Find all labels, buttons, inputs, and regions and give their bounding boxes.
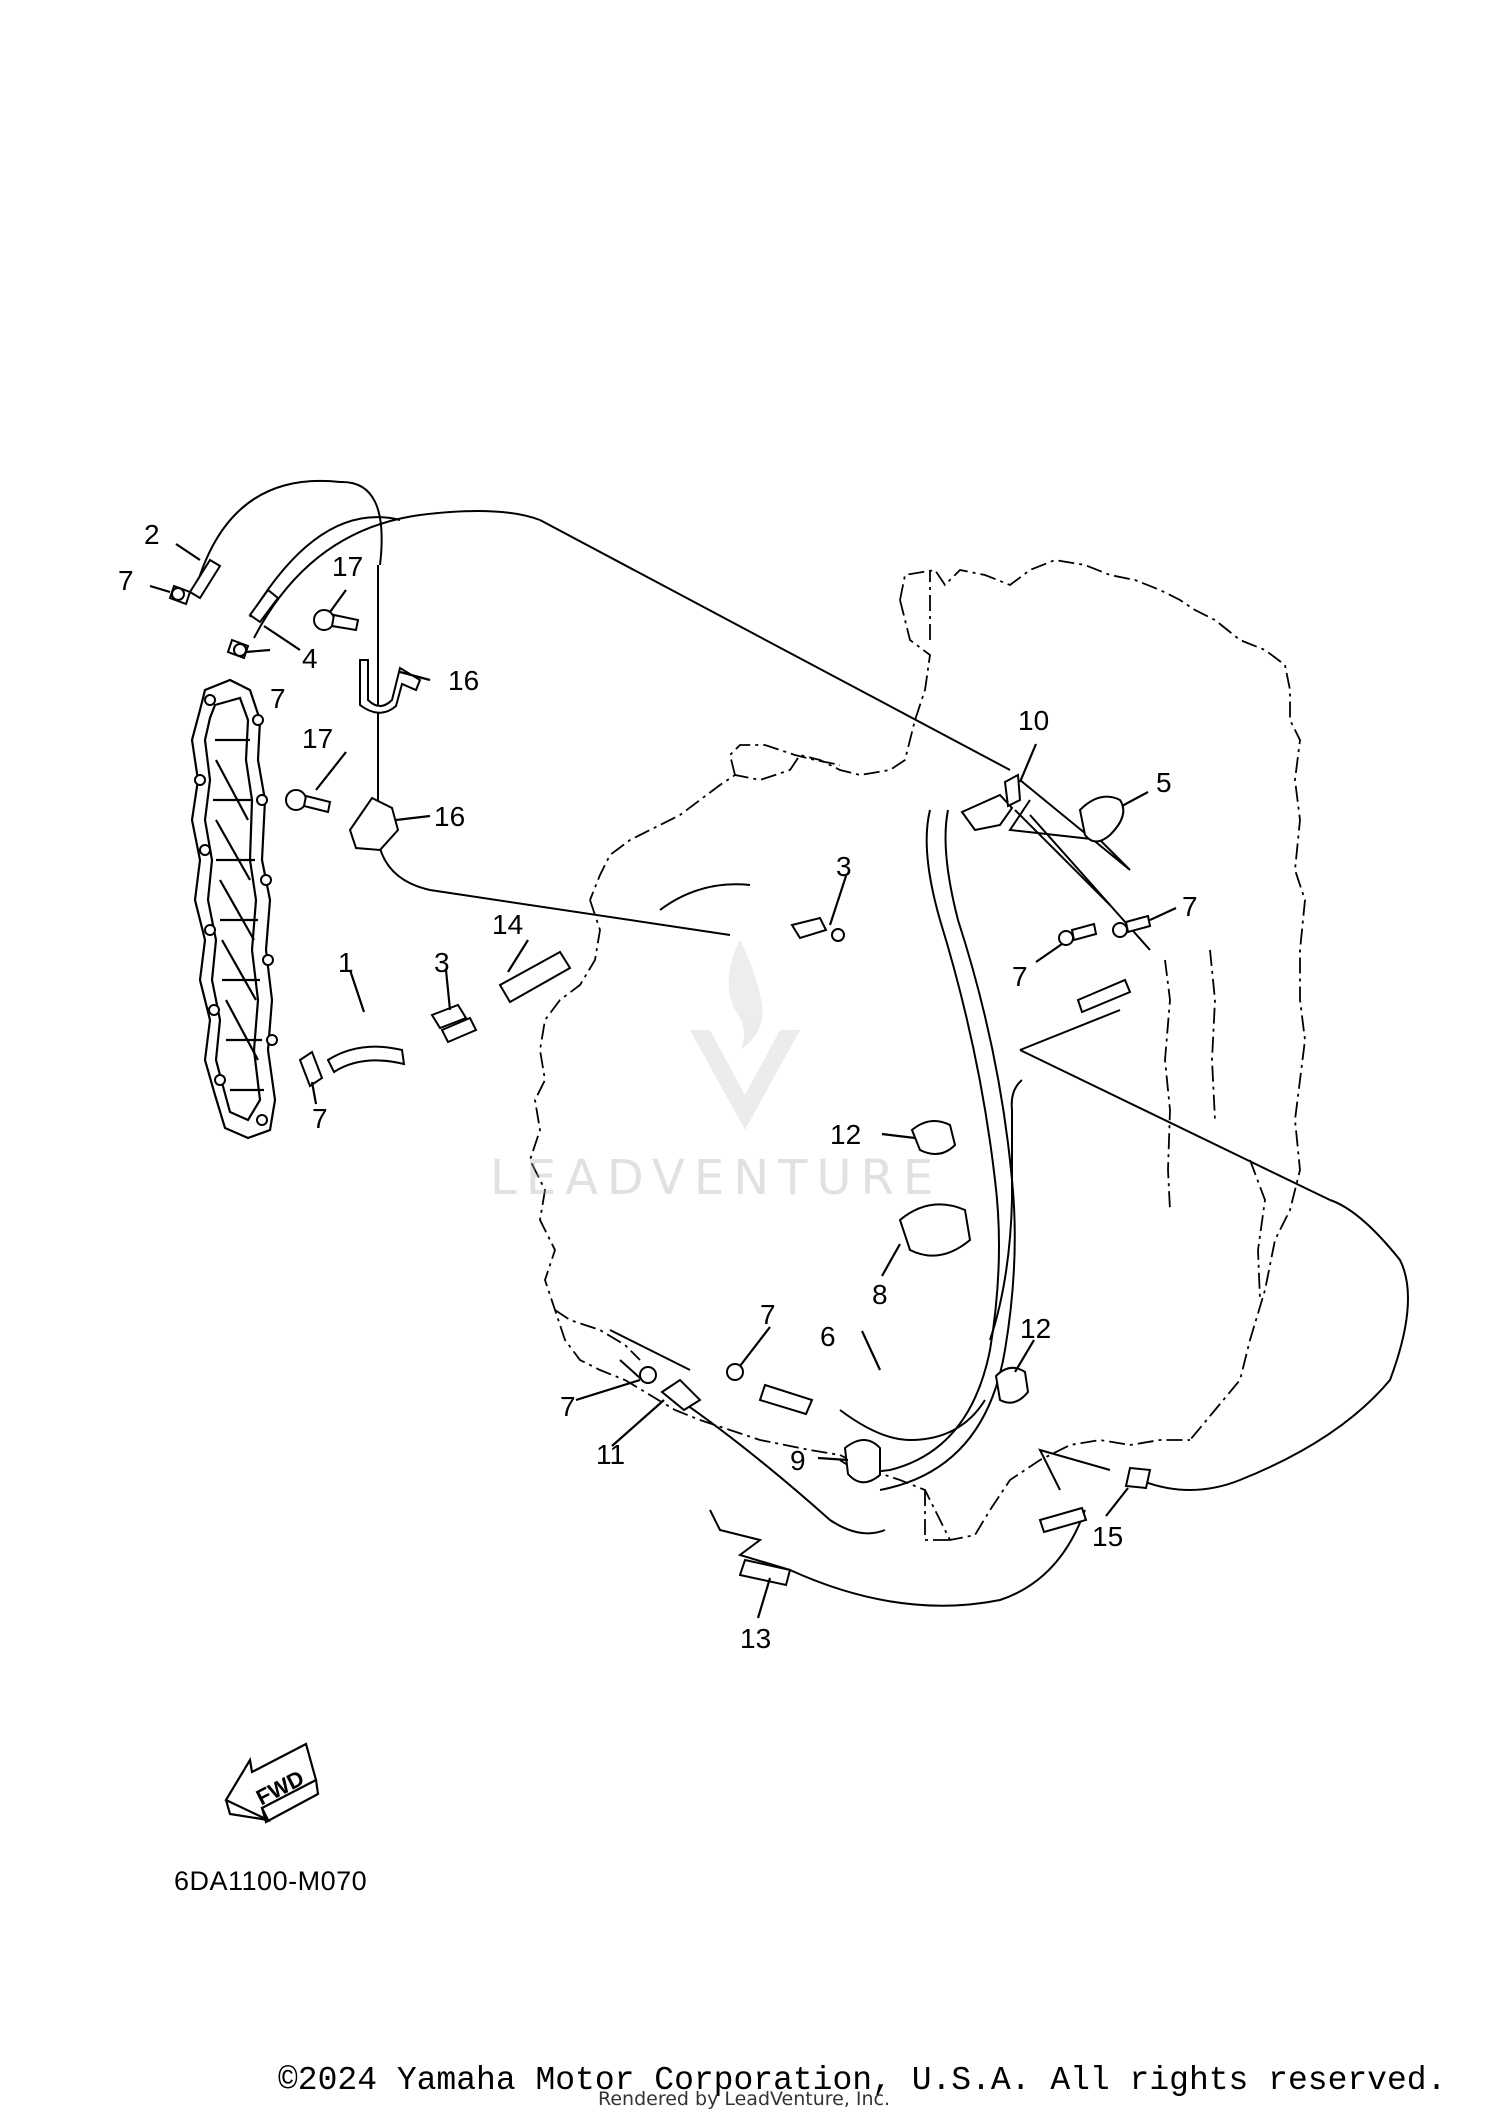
- leader-lines: [149, 543, 1177, 1619]
- copyright-notice: ©2024 Yamaha Motor Corporation, U.S.A. A…: [278, 2062, 1447, 2099]
- callout-7g: 7: [560, 1391, 576, 1422]
- leadventure-watermark-icon: [690, 940, 800, 1130]
- callout-7c: 7: [1182, 891, 1198, 922]
- callout-4: 4: [302, 643, 318, 674]
- hose-lines: [195, 479, 1409, 1607]
- callout-7a: 7: [118, 565, 134, 596]
- callout-labels: 1 2 3 3 4 5 6 7 7 7 7 7 7 7 8 9 10 11 12…: [118, 519, 1198, 1654]
- callout-2: 2: [144, 519, 160, 550]
- callout-7b: 7: [270, 683, 286, 714]
- fwd-arrow-icon: FWD: [224, 1742, 320, 1824]
- watermark-text: LEADVENTURE: [490, 1150, 943, 1206]
- callout-6: 6: [820, 1321, 836, 1352]
- head-cover-plate: [190, 678, 278, 1140]
- callout-16b: 16: [434, 801, 465, 832]
- callout-1: 1: [338, 947, 354, 978]
- diagram-reference-code: 6DA1100-M070: [174, 1866, 368, 1896]
- callout-5: 5: [1156, 767, 1172, 798]
- callout-9: 9: [790, 1445, 806, 1476]
- callout-10: 10: [1018, 705, 1049, 736]
- callout-12b: 12: [1020, 1313, 1051, 1344]
- rendered-by-notice: Rendered by LeadVenture, Inc.: [598, 2088, 891, 2110]
- engine-block-outline: [529, 559, 1306, 1542]
- callout-3b: 3: [434, 947, 450, 978]
- component-parts: [168, 558, 1152, 1587]
- callout-17b: 17: [302, 723, 333, 754]
- callout-7e: 7: [312, 1103, 328, 1134]
- callout-7f: 7: [760, 1299, 776, 1330]
- callout-11: 11: [596, 1439, 625, 1470]
- callout-16a: 16: [448, 665, 479, 696]
- callout-15: 15: [1092, 1521, 1123, 1552]
- callout-17a: 17: [332, 551, 363, 582]
- callout-14: 14: [492, 909, 523, 940]
- callout-8: 8: [872, 1279, 888, 1310]
- callout-7d: 7: [1012, 961, 1028, 992]
- callout-3a: 3: [836, 851, 852, 882]
- callout-13: 13: [740, 1623, 771, 1654]
- callout-12a: 12: [830, 1119, 861, 1150]
